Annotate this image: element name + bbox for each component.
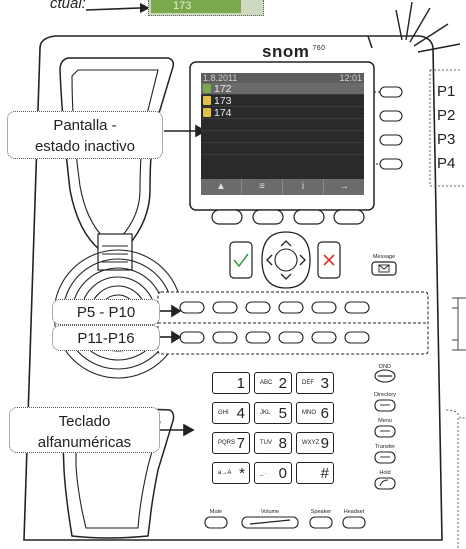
keypad-key-digit: 4 [236,405,245,422]
display-header: 1.8.2011 12:01 [201,73,364,83]
keypad-key-digit: 5 [278,405,287,422]
keypad-key-digit: 3 [320,375,329,392]
keypad-key-letters: WXYZ [302,440,320,446]
display-entry: 173 [201,95,364,107]
phone-display: 1.8.2011 12:01 172 173 174 ▲ ≡ i → [201,73,364,195]
line-key-label-p3: P3 [437,131,456,148]
ringing-rays [395,1,461,53]
bottom-keys [204,516,366,529]
display-entry: 174 [201,107,364,119]
keypad-key-letters: GHI [218,410,229,416]
keypad-key[interactable]: ABC 2 [254,372,292,394]
display-entry: 172 [201,83,364,95]
keypad-key[interactable]: DEF 3 [296,372,334,394]
phone-icon [203,84,211,93]
callout-p5-p10: P5 - P10 [52,299,160,325]
hold-label: Hold [379,470,391,476]
callout-display: Pantalla - estado inactivo [7,111,163,159]
user-icon: ▲ [201,179,242,195]
headset-label: Headset [343,509,365,515]
message-label: Message [372,254,396,260]
keypad-key-digit: 1 [236,375,245,392]
phone-icon [203,108,211,117]
line-key-buttons [379,86,403,170]
keypad-key[interactable]: MNO 6 [296,402,334,424]
phone-icon [203,96,211,105]
line-key-label-p1: P1 [437,83,456,100]
callout-arrows [160,124,207,437]
keypad-key-letters: PQRS [218,440,236,446]
keypad-key[interactable]: 1 [212,372,250,394]
side-function-keys [374,369,396,490]
keypad-key-letters: _ . [260,470,267,476]
keypad-key-letters: JKL [260,410,271,416]
volume-label: Volume [260,509,280,515]
line-key-label-p4: P4 [437,155,456,172]
list-icon: ≡ [242,179,283,195]
keypad-key[interactable]: JKL 5 [254,402,292,424]
mute-label: Mute [209,509,223,515]
directory-label: Directory [373,392,396,398]
forward-icon: → [339,181,349,192]
display-date: 1.8.2011 [203,73,238,83]
transfer-label: Transfer [374,444,396,450]
keypad-key-digit: 6 [320,405,329,422]
function-keys [179,301,370,344]
keypad-key-letters: DEF [302,380,314,386]
keypad-key-letters: a→A [218,470,232,476]
keypad-key-digit: 2 [278,375,287,392]
keypad-key-letters: TUV [260,440,272,446]
speaker-label: Speaker [310,509,332,515]
keypad-key-digit: # [320,465,329,482]
display-softkey-bar: ▲ ≡ i → [201,179,364,195]
keypad-key-digit: 0 [278,465,287,482]
keypad-key[interactable]: _ . 0 [254,462,292,484]
keypad-key-letters: ABC [260,380,273,386]
keypad-key-digit: 8 [278,435,287,452]
display-time: 12:01 [339,73,362,83]
keypad-key[interactable]: # [296,462,334,484]
top-label-text: ctual: [50,0,86,12]
keypad-key[interactable]: TUV 8 [254,432,292,454]
keypad-key-letters: MNO [302,410,316,416]
keypad-key-digit: * [239,465,245,482]
soft-keys [211,209,365,225]
callout-keypad: Teclado alfanuméricas [9,407,160,453]
keypad-key[interactable]: GHI 4 [212,402,250,424]
menu-label: Menu [378,418,392,424]
keypad-key-digit: 9 [320,435,329,452]
callout-p11-p16: P11-P16 [52,325,160,351]
keypad-key[interactable]: a→A * [212,462,250,484]
keypad-key-digit: 7 [236,435,245,452]
info-icon: i [283,179,324,195]
top-label-value: 173 [151,0,241,13]
line-key-label-p2: P2 [437,107,456,124]
dnd-label: DND [379,364,391,370]
